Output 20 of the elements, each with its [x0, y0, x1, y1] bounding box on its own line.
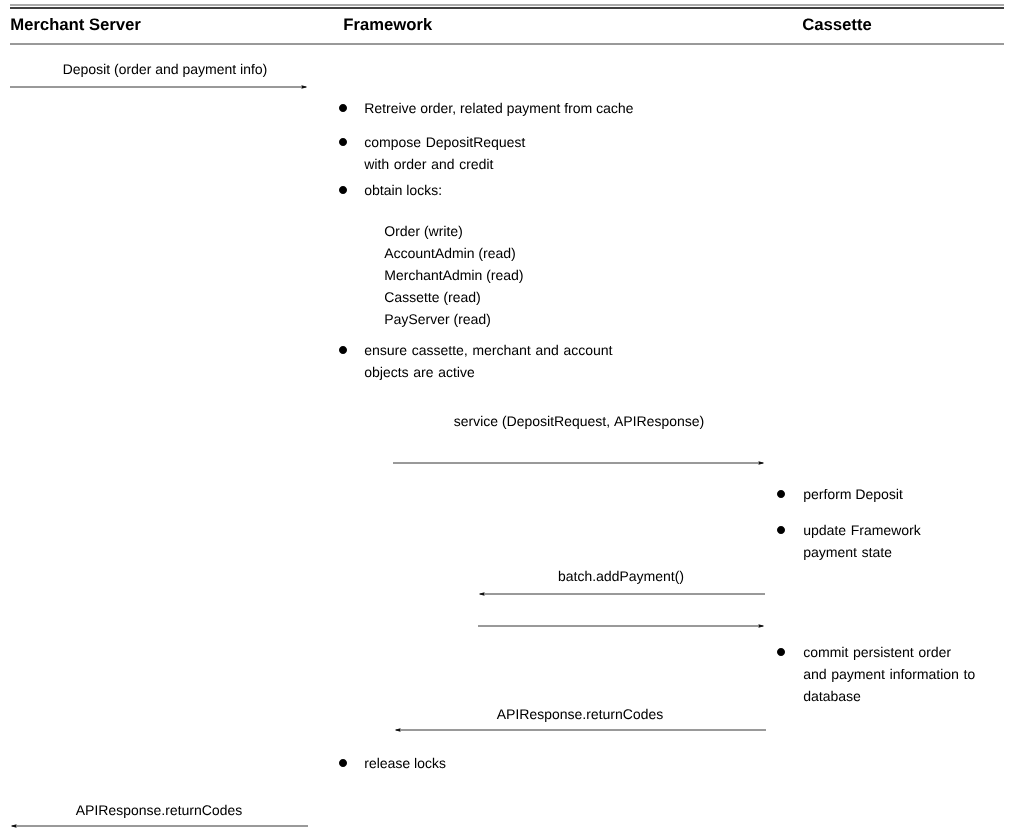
column-heading: Framework	[344, 17, 433, 31]
bullet-item: commit persistent order and payment information to database	[777, 646, 975, 702]
arrow-label: APIResponse.returnCodes	[496, 708, 663, 722]
arrow-label: APIResponse.returnCodes	[75, 804, 242, 818]
bullet-item: ensure cassette, merchant and account objects are active	[339, 344, 613, 380]
bullet-item: Retreive order, related payment from cache	[339, 102, 633, 116]
list-item: Order (write)	[384, 225, 462, 239]
column-heading: Merchant Server	[11, 17, 141, 31]
arrow-label: batch.addPayment()	[558, 570, 684, 584]
bullet-item: perform Deposit	[777, 488, 903, 502]
list-item: Cassette (read)	[385, 291, 480, 305]
bullet-item: update Framework payment state	[777, 524, 921, 560]
list-item: PayServer (read)	[385, 313, 490, 327]
list-item: MerchantAdmin (read)	[385, 269, 523, 283]
arrow-label: Deposit (order and payment info)	[63, 63, 267, 77]
arrow-label: service (DepositRequest, APIResponse)	[454, 415, 704, 429]
list-item: AccountAdmin (read)	[384, 247, 515, 261]
bullet-item: release locks	[339, 757, 446, 769]
bullet-item: obtain locks:	[339, 184, 441, 196]
column-heading: Cassette	[802, 18, 872, 31]
